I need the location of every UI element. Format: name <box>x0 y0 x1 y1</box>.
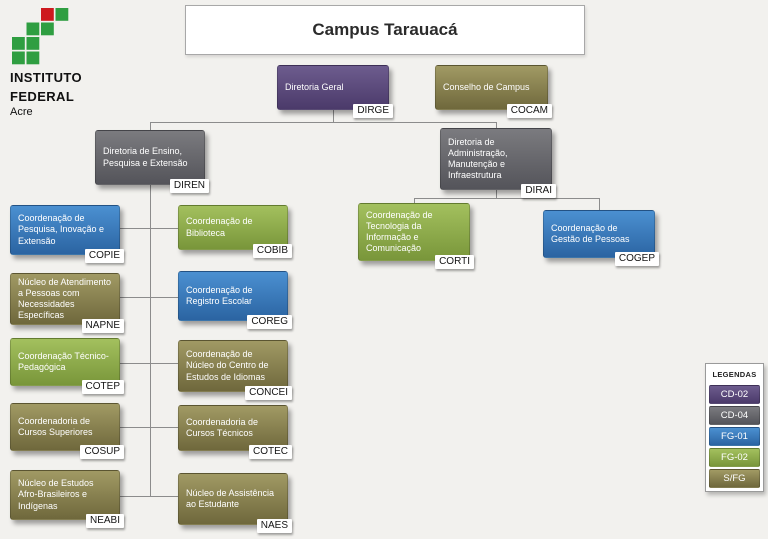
connector-line <box>333 110 334 122</box>
node-tag: DIRGE <box>353 104 393 118</box>
legend-box: LEGENDAS CD-02 CD-04 FG-01 FG-02 S/FG <box>705 363 764 492</box>
legend-item-cd04: CD-04 <box>709 406 760 425</box>
node-tag: CONCEI <box>245 386 292 400</box>
org-node-cotec: Coordenadoria de Cursos Técnicos COTEC <box>178 405 292 459</box>
node-tag: NEABI <box>85 514 124 528</box>
org-node-coreg: Coordenação de Registro Escolar COREG <box>178 271 292 329</box>
connector-line <box>496 190 497 198</box>
legend-item-fg01: FG-01 <box>709 427 760 446</box>
org-node-dirai: Diretoria de Administração, Manutenção e… <box>440 128 556 198</box>
ifac-logo: INSTITUTO FEDERAL Acre <box>10 8 130 118</box>
node-label: Coordenação de Registro Escolar <box>186 284 253 306</box>
node-label: Núcleo de Estudos Afro-Brasileiros e Ind… <box>18 478 94 511</box>
node-tag: DIREN <box>169 179 209 193</box>
org-node-neabi: Núcleo de Estudos Afro-Brasileiros e Ind… <box>10 470 124 528</box>
org-node-cocam: Conselho de Campus COCAM <box>435 65 552 118</box>
org-node-cosup: Coordenadoria de Cursos Superiores COSUP <box>10 403 124 459</box>
ifac-logo-icon <box>10 8 130 66</box>
connector-line <box>496 122 497 128</box>
campus-title: Campus Tarauacá <box>312 20 458 39</box>
node-tag: COSUP <box>80 445 124 459</box>
node-tag: COCAM <box>506 104 552 118</box>
node-label: Coordenação Técnico-Pedagógica <box>18 350 109 372</box>
org-node-cobib: Coordenação de Biblioteca COBIB <box>178 205 292 258</box>
legend-item-sfg: S/FG <box>709 469 760 488</box>
node-tag: NAPNE <box>81 319 124 333</box>
node-label: Coordenadoria de Cursos Superiores <box>18 415 93 437</box>
org-node-diren: Diretoria de Ensino, Pesquisa e Extensão… <box>95 130 209 193</box>
node-label: Coordenação de Pesquisa, Inovação e Exte… <box>18 213 105 246</box>
legend-title: LEGENDAS <box>712 370 757 379</box>
connector-line <box>120 363 178 364</box>
node-tag: COTEC <box>249 445 292 459</box>
connector-line <box>120 297 178 298</box>
org-node-cogep: Coordenação de Gestão de Pessoas COGEP <box>543 210 659 266</box>
node-label: Conselho de Campus <box>443 81 530 92</box>
org-node-concei: Coordenação de Núcleo do Centro de Estud… <box>178 340 292 400</box>
node-tag: NAES <box>256 519 292 533</box>
node-label: Diretoria de Ensino, Pesquisa e Extensão <box>103 146 188 168</box>
org-node-dirge: Diretoria Geral DIRGE <box>277 65 393 118</box>
node-label: Coordenação de Núcleo do Centro de Estud… <box>186 349 269 382</box>
legend-item-cd02: CD-02 <box>709 385 760 404</box>
connector-line <box>150 122 151 130</box>
connector-line <box>120 496 178 497</box>
logo-text-instituto: INSTITUTO <box>10 70 82 85</box>
connector-line <box>120 427 178 428</box>
node-tag: COBIB <box>252 244 292 258</box>
org-node-cotep: Coordenação Técnico-Pedagógica COTEP <box>10 338 124 394</box>
connector-line <box>414 198 415 203</box>
org-node-corti: Coordenação de Tecnologia da Informação … <box>358 203 474 269</box>
node-tag: COTEP <box>81 380 124 394</box>
node-tag: COGEP <box>614 252 659 266</box>
node-label: Coordenação de Tecnologia da Informação … <box>366 209 433 254</box>
node-label: Coordenação de Gestão de Pessoas <box>551 222 630 244</box>
org-node-napne: Núcleo de Atendimento a Pessoas com Nece… <box>10 273 124 333</box>
logo-text-acre: Acre <box>10 105 33 118</box>
connector-line <box>120 228 178 229</box>
node-tag: DIRAI <box>521 184 556 198</box>
node-tag: COPIE <box>84 249 124 263</box>
connector-line <box>414 198 600 199</box>
node-label: Coordenação de Biblioteca <box>186 216 253 238</box>
node-tag: COREG <box>247 315 292 329</box>
legend-item-fg02: FG-02 <box>709 448 760 467</box>
logo-text-federal: FEDERAL <box>10 89 75 105</box>
org-node-copie: Coordenação de Pesquisa, Inovação e Exte… <box>10 205 124 263</box>
connector-line <box>599 198 600 210</box>
campus-title-box: Campus Tarauacá <box>185 5 585 55</box>
node-label: Núcleo de Assistência ao Estudante <box>186 487 275 509</box>
node-tag: CORTI <box>435 255 474 269</box>
node-label: Diretoria Geral <box>285 81 344 92</box>
org-node-naes: Núcleo de Assistência ao Estudante NAES <box>178 473 292 533</box>
node-label: Coordenadoria de Cursos Técnicos <box>186 416 259 438</box>
connector-line <box>150 122 496 123</box>
connector-line <box>150 185 151 496</box>
node-label: Núcleo de Atendimento a Pessoas com Nece… <box>18 276 112 321</box>
node-label: Diretoria de Administração, Manutenção e… <box>448 136 508 181</box>
